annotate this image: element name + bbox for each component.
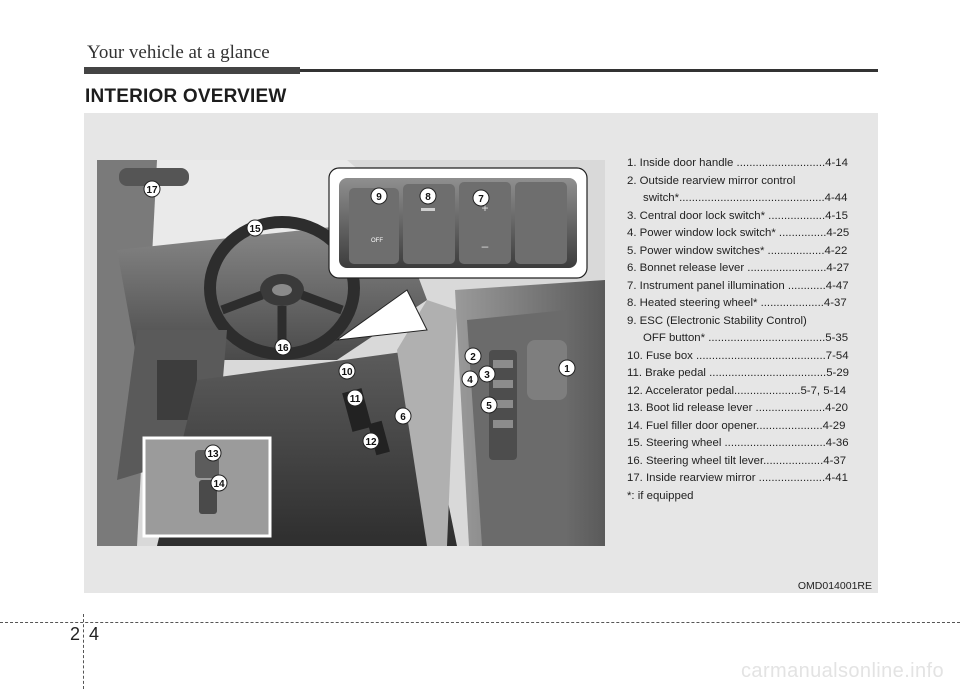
legend-item: 1. Inside door handle ..................…	[627, 157, 848, 169]
legend-item: 8. Heated steering wheel* ..............…	[627, 297, 847, 309]
legend-item: 11. Brake pedal ........................…	[627, 367, 850, 379]
legend-item: 3. Central door lock switch* ...........…	[627, 209, 848, 222]
page-number: 4	[89, 624, 100, 644]
callout-2: 2	[464, 347, 482, 365]
callout-9: 9	[370, 187, 388, 205]
legend-item: 16. Steering wheel tilt lever...........…	[627, 454, 847, 467]
callout-1: 1	[558, 359, 576, 377]
legend-item: 5. Power window switches* ..............…	[627, 244, 848, 257]
callout-14: 14	[210, 474, 228, 492]
esc-off-label: OFF	[371, 238, 383, 244]
svg-text:7: 7	[478, 194, 484, 205]
svg-text:–: –	[482, 239, 489, 253]
legend-item: 15. Steering wheel .....................…	[627, 437, 849, 449]
callout-10: 10	[338, 362, 356, 380]
legend-item: 7. Instrument panel illumination .......…	[627, 279, 849, 292]
interior-photo: OFF + – 1 2 3 4 5 6 7 8 9 10 11 12 13 14…	[97, 160, 605, 546]
component-legend: 1. Inside door handle ..................…	[627, 155, 867, 505]
legend-item-continued: switch*.................................…	[643, 192, 848, 204]
callout-13: 13	[204, 444, 222, 462]
header-rule	[84, 69, 878, 72]
svg-text:14: 14	[213, 479, 225, 490]
svg-text:+: +	[481, 201, 488, 215]
legend-item: 2. Outside rearview mirror control	[627, 174, 796, 187]
legend-item: 14. Fuel filler door opener.............…	[627, 419, 846, 432]
svg-text:2: 2	[470, 352, 476, 363]
legend-item: 4. Power window lock switch* ...........…	[627, 227, 850, 239]
svg-text:8: 8	[425, 192, 431, 203]
callout-7: 7	[472, 189, 490, 207]
callout-3: 3	[478, 365, 496, 383]
svg-text:12: 12	[365, 437, 377, 448]
svg-text:16: 16	[277, 343, 289, 354]
svg-text:5: 5	[486, 401, 492, 412]
legend-item-continued: OFF button* ............................…	[643, 332, 849, 344]
interior-illustration: OFF + – 1 2 3 4 5 6 7 8 9 10 11 12 13 14…	[97, 160, 605, 546]
section-title: INTERIOR OVERVIEW	[85, 86, 287, 107]
svg-text:4: 4	[467, 375, 473, 386]
svg-text:3: 3	[484, 370, 490, 381]
legend-item: *: if equipped	[627, 489, 694, 502]
callout-5: 5	[480, 396, 498, 414]
svg-text:9: 9	[376, 192, 382, 203]
svg-text:1: 1	[564, 364, 570, 375]
svg-text:13: 13	[207, 449, 219, 460]
footer-divider	[83, 614, 84, 689]
callout-8: 8	[419, 187, 437, 205]
legend-item: 13. Boot lid release lever .............…	[627, 402, 848, 414]
callout-12: 12	[362, 432, 380, 450]
callout-6: 6	[394, 407, 412, 425]
callout-16: 16	[274, 338, 292, 356]
header-title: Your vehicle at a glance	[87, 42, 270, 63]
chapter-number: 2	[70, 624, 81, 644]
header-rule-accent	[84, 67, 300, 74]
svg-text:10: 10	[341, 367, 353, 378]
callout-11: 11	[346, 389, 364, 407]
image-code: OMD014001RE	[797, 580, 872, 592]
svg-text:15: 15	[249, 224, 261, 235]
legend-item: 10. Fuse box ...........................…	[627, 349, 849, 362]
callout-17: 17	[143, 180, 161, 198]
legend-item: 9. ESC (Electronic Stability Control)	[627, 314, 807, 327]
legend-item: 17. Inside rearview mirror .............…	[627, 472, 848, 484]
svg-text:6: 6	[400, 412, 406, 423]
watermark: carmanualsonline.info	[741, 660, 944, 682]
svg-text:17: 17	[146, 185, 158, 196]
svg-text:11: 11	[350, 394, 361, 405]
footer-rule	[0, 622, 960, 623]
legend-item: 12. Accelerator pedal...................…	[627, 384, 847, 397]
legend-item: 6. Bonnet release lever ................…	[627, 262, 850, 274]
callout-15: 15	[246, 219, 264, 237]
callout-4: 4	[461, 370, 479, 388]
